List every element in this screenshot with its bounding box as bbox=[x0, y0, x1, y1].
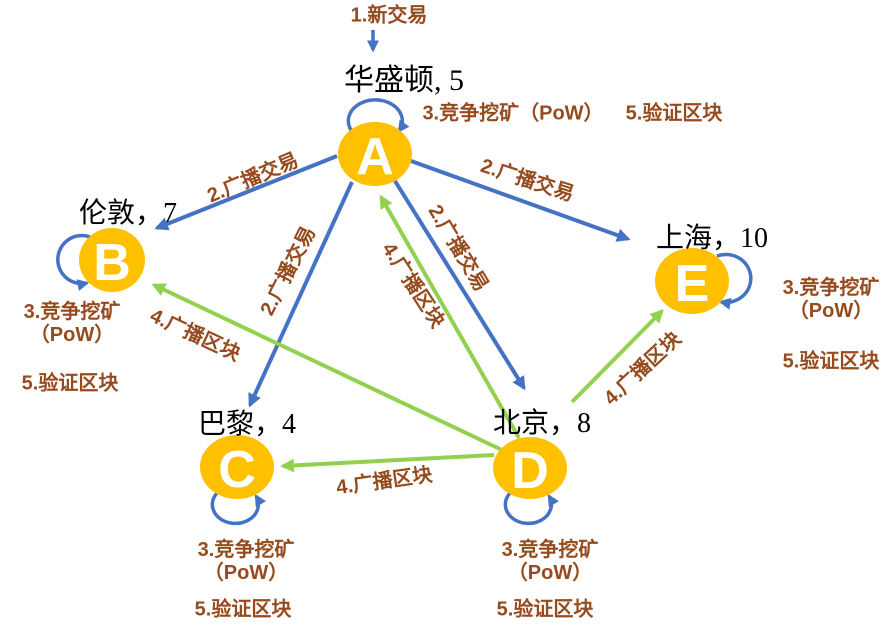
verify-label-b: 5.验证区块 bbox=[21, 372, 119, 395]
city-label-e: 上海，10 bbox=[655, 223, 769, 254]
node-c-letter: C bbox=[218, 441, 256, 499]
edge-d-to-e bbox=[570, 309, 664, 404]
city-label-b: 伦敦，7 bbox=[78, 198, 178, 229]
node-e bbox=[655, 248, 729, 314]
node-b bbox=[79, 228, 145, 292]
self-loop-d bbox=[503, 491, 559, 526]
edge-d-to-b bbox=[151, 283, 503, 452]
verify-label-d: 5.验证区块 bbox=[496, 598, 594, 621]
node-d-letter: D bbox=[511, 442, 549, 500]
edge-a-to-d bbox=[393, 179, 526, 391]
verify-label-c: 5.验证区块 bbox=[194, 598, 292, 621]
mining-label-d: 3.竞争挖矿 （PoW） bbox=[502, 539, 599, 585]
self-loop-c bbox=[210, 491, 266, 526]
mining-label-b-line1: 3.竞争挖矿 bbox=[23, 301, 121, 323]
edge-a-to-b bbox=[154, 154, 338, 231]
mining-label-c-line2: （PoW） bbox=[203, 562, 289, 584]
edge-d-to-c bbox=[280, 453, 495, 473]
new-transaction-label: 1.新交易 bbox=[350, 4, 428, 27]
node-a bbox=[338, 122, 412, 186]
mining-label-e-line2: （PoW） bbox=[788, 300, 874, 322]
edge-a-to-c bbox=[248, 181, 354, 408]
node-e-letter: E bbox=[675, 255, 710, 313]
node-c bbox=[200, 435, 274, 499]
verify-label-a: 5.验证区块 bbox=[625, 102, 723, 125]
verify-label-e: 5.验证区块 bbox=[782, 350, 880, 373]
self-loop-a bbox=[346, 98, 410, 133]
node-b-letter: B bbox=[93, 234, 131, 292]
mining-label-e-line1: 3.竞争挖矿 bbox=[782, 277, 880, 299]
mining-label-a: 3.竞争挖矿（PoW） bbox=[422, 102, 604, 125]
self-loop-e bbox=[716, 252, 753, 310]
self-loop-b bbox=[56, 233, 91, 291]
edge-d-to-a bbox=[379, 194, 521, 439]
mining-label-b: 3.竞争挖矿 （PoW） bbox=[24, 301, 121, 347]
node-a-letter: A bbox=[356, 128, 394, 186]
mining-label-c-line1: 3.竞争挖矿 bbox=[197, 539, 295, 561]
mining-label-e: 3.竞争挖矿 （PoW） bbox=[783, 277, 880, 323]
mining-label-d-line1: 3.竞争挖矿 bbox=[501, 539, 599, 561]
mining-label-b-line2: （PoW） bbox=[29, 324, 115, 346]
edge-a-to-e bbox=[410, 159, 631, 242]
mining-label-c: 3.竞争挖矿 （PoW） bbox=[198, 539, 295, 585]
city-label-d: 北京，8 bbox=[492, 408, 592, 439]
node-d bbox=[493, 437, 567, 499]
city-label-c: 巴黎，4 bbox=[197, 409, 297, 440]
city-label-a: 华盛顿, 5 bbox=[344, 64, 464, 97]
mining-label-d-line2: （PoW） bbox=[507, 562, 593, 584]
